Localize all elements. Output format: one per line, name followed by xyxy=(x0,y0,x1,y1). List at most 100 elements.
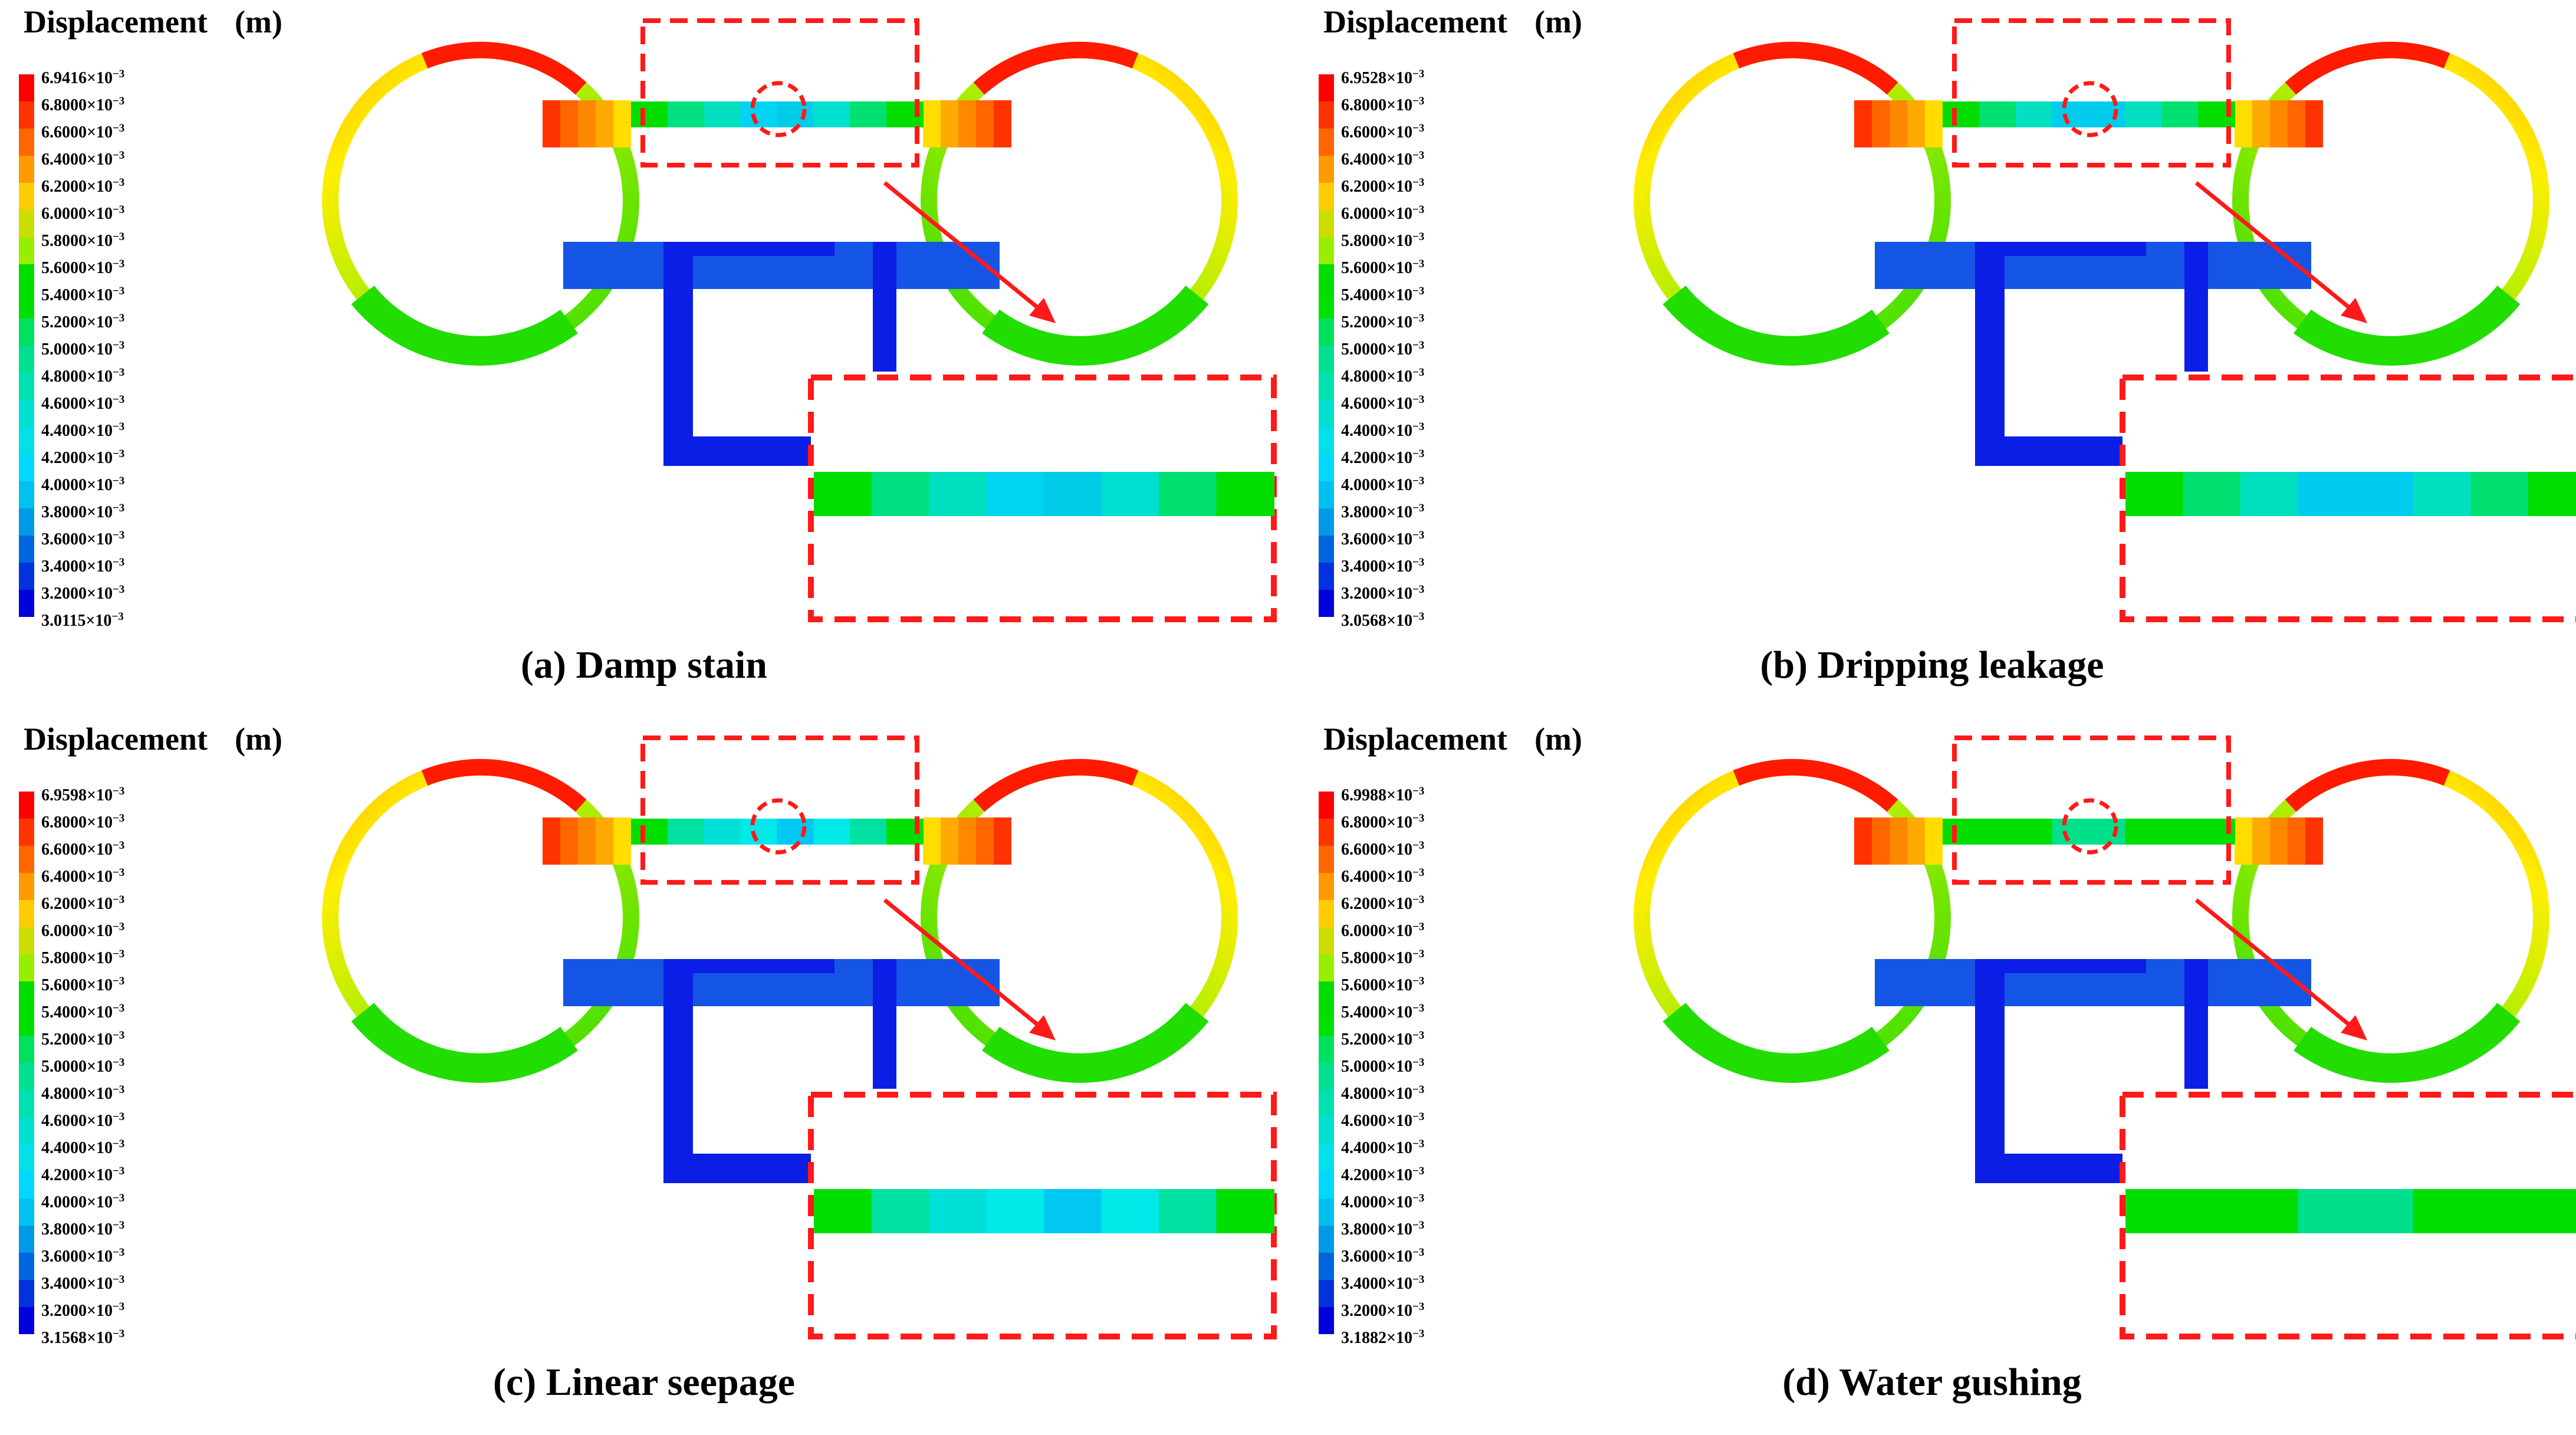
colorbar-tick-label: 4.4000×10−3 xyxy=(1341,1138,1425,1157)
zoom-detail-box xyxy=(808,1092,1277,1339)
colorbar-segment xyxy=(19,291,34,318)
zoom-source-box xyxy=(640,18,919,168)
colorbar-segment xyxy=(1319,1117,1334,1144)
upper-slab-segment xyxy=(667,101,705,127)
slab-shoulder-segment xyxy=(2288,817,2305,865)
legend-unit: (m) xyxy=(234,4,282,40)
zoom-arrowhead xyxy=(1029,298,1056,323)
panel-caption: (a) Damp stain xyxy=(520,643,767,687)
zoomed-slab-segment xyxy=(2528,472,2576,516)
slab-shoulder-segment xyxy=(923,100,941,147)
zoom-detail-box xyxy=(2120,1092,2576,1339)
colorbar-tick-label: 5.8000×10−3 xyxy=(1341,948,1425,967)
zoom-arrow xyxy=(2194,898,2357,1032)
zoom-source-box xyxy=(640,735,919,885)
upper-slab-segment xyxy=(850,101,888,127)
right-crown xyxy=(973,41,1139,95)
colorbar-segment xyxy=(19,1036,34,1063)
legend-title: Displacement(m) xyxy=(24,721,282,757)
colorbar xyxy=(19,792,34,1334)
legend-title: Displacement(m) xyxy=(24,4,282,40)
colorbar-segment xyxy=(1319,1009,1334,1036)
legend-title: Displacement(m) xyxy=(1323,4,1582,40)
upper-slab-segment xyxy=(2161,101,2199,127)
zoomed-slab-segment xyxy=(2355,472,2414,516)
left-invert xyxy=(351,285,578,366)
colorbar-tick-label: 4.6000×10−3 xyxy=(41,1111,125,1130)
colorbar-tick-label: 4.8000×10−3 xyxy=(1341,1083,1425,1103)
upper-slab-segment xyxy=(631,101,668,127)
colorbar-segment xyxy=(1319,927,1334,954)
slab-shoulder-segment xyxy=(1907,100,1925,147)
slab-shoulder-segment xyxy=(976,100,994,147)
colorbar-segment xyxy=(19,590,34,617)
colorbar-segment xyxy=(1319,1063,1334,1090)
colorbar-tick-label: 5.4000×10−3 xyxy=(41,1002,125,1022)
colorbar-tick-label: 5.2000×10−3 xyxy=(1341,312,1425,331)
colorbar-segment xyxy=(19,210,34,237)
damage-location-circle xyxy=(750,798,807,855)
slab-shoulder-segment xyxy=(923,817,941,865)
colorbar-segment xyxy=(1319,1171,1334,1198)
colorbar-segment xyxy=(1319,291,1334,318)
colorbar-segment xyxy=(19,873,34,900)
right-invert xyxy=(982,1003,1209,1083)
left-shaft xyxy=(1975,959,2005,1183)
colorbar-segment xyxy=(19,563,34,590)
slab-shoulder-segment xyxy=(2288,100,2305,147)
zoomed-slab-segment xyxy=(814,1189,872,1233)
zoom-detail-box xyxy=(808,375,1277,622)
zoomed-slab-segment xyxy=(2528,1189,2576,1233)
slab-shoulder-segment xyxy=(1854,817,1872,865)
colorbar-tick-label: 6.0000×10−3 xyxy=(41,203,125,223)
colorbar-tick-label: 6.2000×10−3 xyxy=(1341,176,1425,196)
slab-shoulder-segment xyxy=(2270,100,2288,147)
colorbar-tick-label: 3.4000×10−3 xyxy=(41,556,125,576)
slab-shoulder-segment xyxy=(958,100,976,147)
colorbar-tick-label: 4.0000×10−3 xyxy=(41,1192,125,1211)
colorbar-segment xyxy=(1319,129,1334,156)
zoom-detail-box xyxy=(2120,375,2576,622)
colorbar-segment xyxy=(1319,74,1334,101)
right-crown xyxy=(2285,41,2450,95)
upper-slab-segment xyxy=(704,819,741,845)
left-crown xyxy=(421,41,587,95)
colorbar-tick-label: 5.6000×10−3 xyxy=(41,258,125,277)
colorbar-tick-label: 4.6000×10−3 xyxy=(41,393,125,413)
left-crown xyxy=(421,758,587,812)
slab-shoulder-segment xyxy=(613,100,631,147)
panel-caption: (d) Water gushing xyxy=(1782,1361,2082,1404)
colorbar-tick-label: 3.8000×10−3 xyxy=(1341,1219,1425,1239)
left-invert xyxy=(1662,1003,1890,1083)
zoomed-slab-segment xyxy=(2413,1189,2471,1233)
colorbar-tick-label: 6.2000×10−3 xyxy=(1341,894,1425,913)
upper-slab-segment xyxy=(740,101,778,127)
slab-shoulder-segment xyxy=(1854,100,1872,147)
colorbar-segment xyxy=(1319,1198,1334,1226)
zoomed-slab-segment xyxy=(929,1189,987,1233)
colorbar-segment xyxy=(19,846,34,873)
colorbar-tick-label: 4.4000×10−3 xyxy=(41,1138,125,1157)
zoomed-slab-segment xyxy=(1101,1189,1159,1233)
colorbar xyxy=(1319,74,1334,617)
slab-shoulder-segment xyxy=(1925,817,1943,865)
legend-unit: (m) xyxy=(1534,721,1582,757)
zoomed-slab-segment xyxy=(1044,1189,1102,1233)
right-shaft xyxy=(2184,959,2208,1089)
slab-shoulder-segment xyxy=(578,817,596,865)
colorbar-tick-label: 4.4000×10−3 xyxy=(1341,421,1425,440)
colorbar-segment xyxy=(1319,1036,1334,1063)
colorbar-segment xyxy=(1319,481,1334,508)
colorbar-segment xyxy=(1319,454,1334,481)
slab-shoulder-segment xyxy=(994,100,1011,147)
zoomed-slab-segment xyxy=(1216,472,1274,516)
colorbar-segment xyxy=(1319,563,1334,590)
colorbar-segment xyxy=(1319,819,1334,846)
colorbar-tick-label: 3.6000×10−3 xyxy=(1341,529,1425,549)
slab-shoulder-segment xyxy=(2305,100,2323,147)
colorbar-tick-label: 6.6000×10−3 xyxy=(1341,122,1425,142)
colorbar-segment xyxy=(19,101,34,129)
colorbar-segment xyxy=(19,819,34,846)
colorbar-tick-label: 4.2000×10−3 xyxy=(41,448,125,467)
